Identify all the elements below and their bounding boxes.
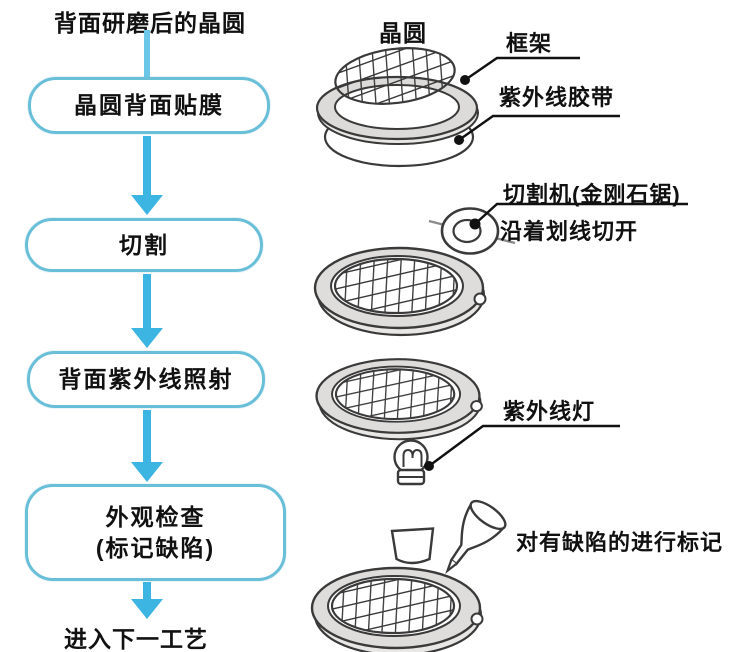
wafer-grid-shape (334, 47, 456, 105)
arrow-shaft (143, 274, 151, 328)
illustration-uv (315, 358, 484, 486)
illustration-marking (310, 499, 507, 652)
flow-arrow-4 (131, 582, 163, 619)
marker-pen-icon (445, 499, 507, 575)
arrow-shaft (143, 136, 151, 195)
flow-step-label: 切割 (119, 231, 169, 258)
flow-step-dicing: 切割 (25, 218, 263, 272)
flow-connector-line (144, 30, 150, 77)
arrow-head-icon (131, 195, 163, 215)
flow-start-label: 背面研磨后的晶圆 (54, 10, 246, 36)
callout-dicer: 切割机(金刚石锯) (503, 182, 681, 207)
flow-step-label: 背面紫外线照射 (58, 366, 234, 393)
illustration-dicing (313, 207, 516, 337)
illustration-lamination (315, 47, 479, 168)
flow-step-inspection: 外观检查 (标记缺陷) (25, 484, 286, 581)
arrow-head-icon (131, 328, 163, 348)
flow-end-label: 进入下一工艺 (64, 626, 208, 652)
frame-ring-shape (315, 75, 479, 141)
callout-uv-lamp: 紫外线灯 (503, 399, 596, 424)
flow-step-label: 晶圆背面贴膜 (74, 92, 224, 119)
callout-mark-defects: 对有缺陷的进行标记 (516, 530, 724, 555)
flow-arrow-3 (131, 410, 163, 482)
arrow-head-icon (131, 462, 163, 482)
flow-step-label: 外观检查 (105, 504, 206, 531)
uv-lamp-icon (393, 439, 429, 486)
flow-step-sublabel: (标记缺陷) (95, 534, 216, 561)
arrow-shaft (143, 410, 151, 462)
callout-frame: 框架 (506, 31, 553, 56)
arrow-head-icon (131, 599, 163, 619)
arrow-shaft (143, 582, 151, 599)
flow-step-lamination: 晶圆背面贴膜 (28, 77, 270, 134)
marker-cap-icon (390, 527, 435, 565)
flow-arrow-2 (131, 274, 163, 348)
callout-cut-along: 沿着划线切开 (500, 219, 639, 244)
uv-tape-shape (323, 106, 475, 168)
flow-arrow-1 (131, 136, 163, 215)
flow-step-uv-irradiation: 背面紫外线照射 (27, 351, 265, 408)
callout-dots (424, 75, 481, 471)
callout-uv-tape: 紫外线胶带 (499, 85, 615, 110)
callout-wafer: 晶圆 (379, 20, 427, 46)
